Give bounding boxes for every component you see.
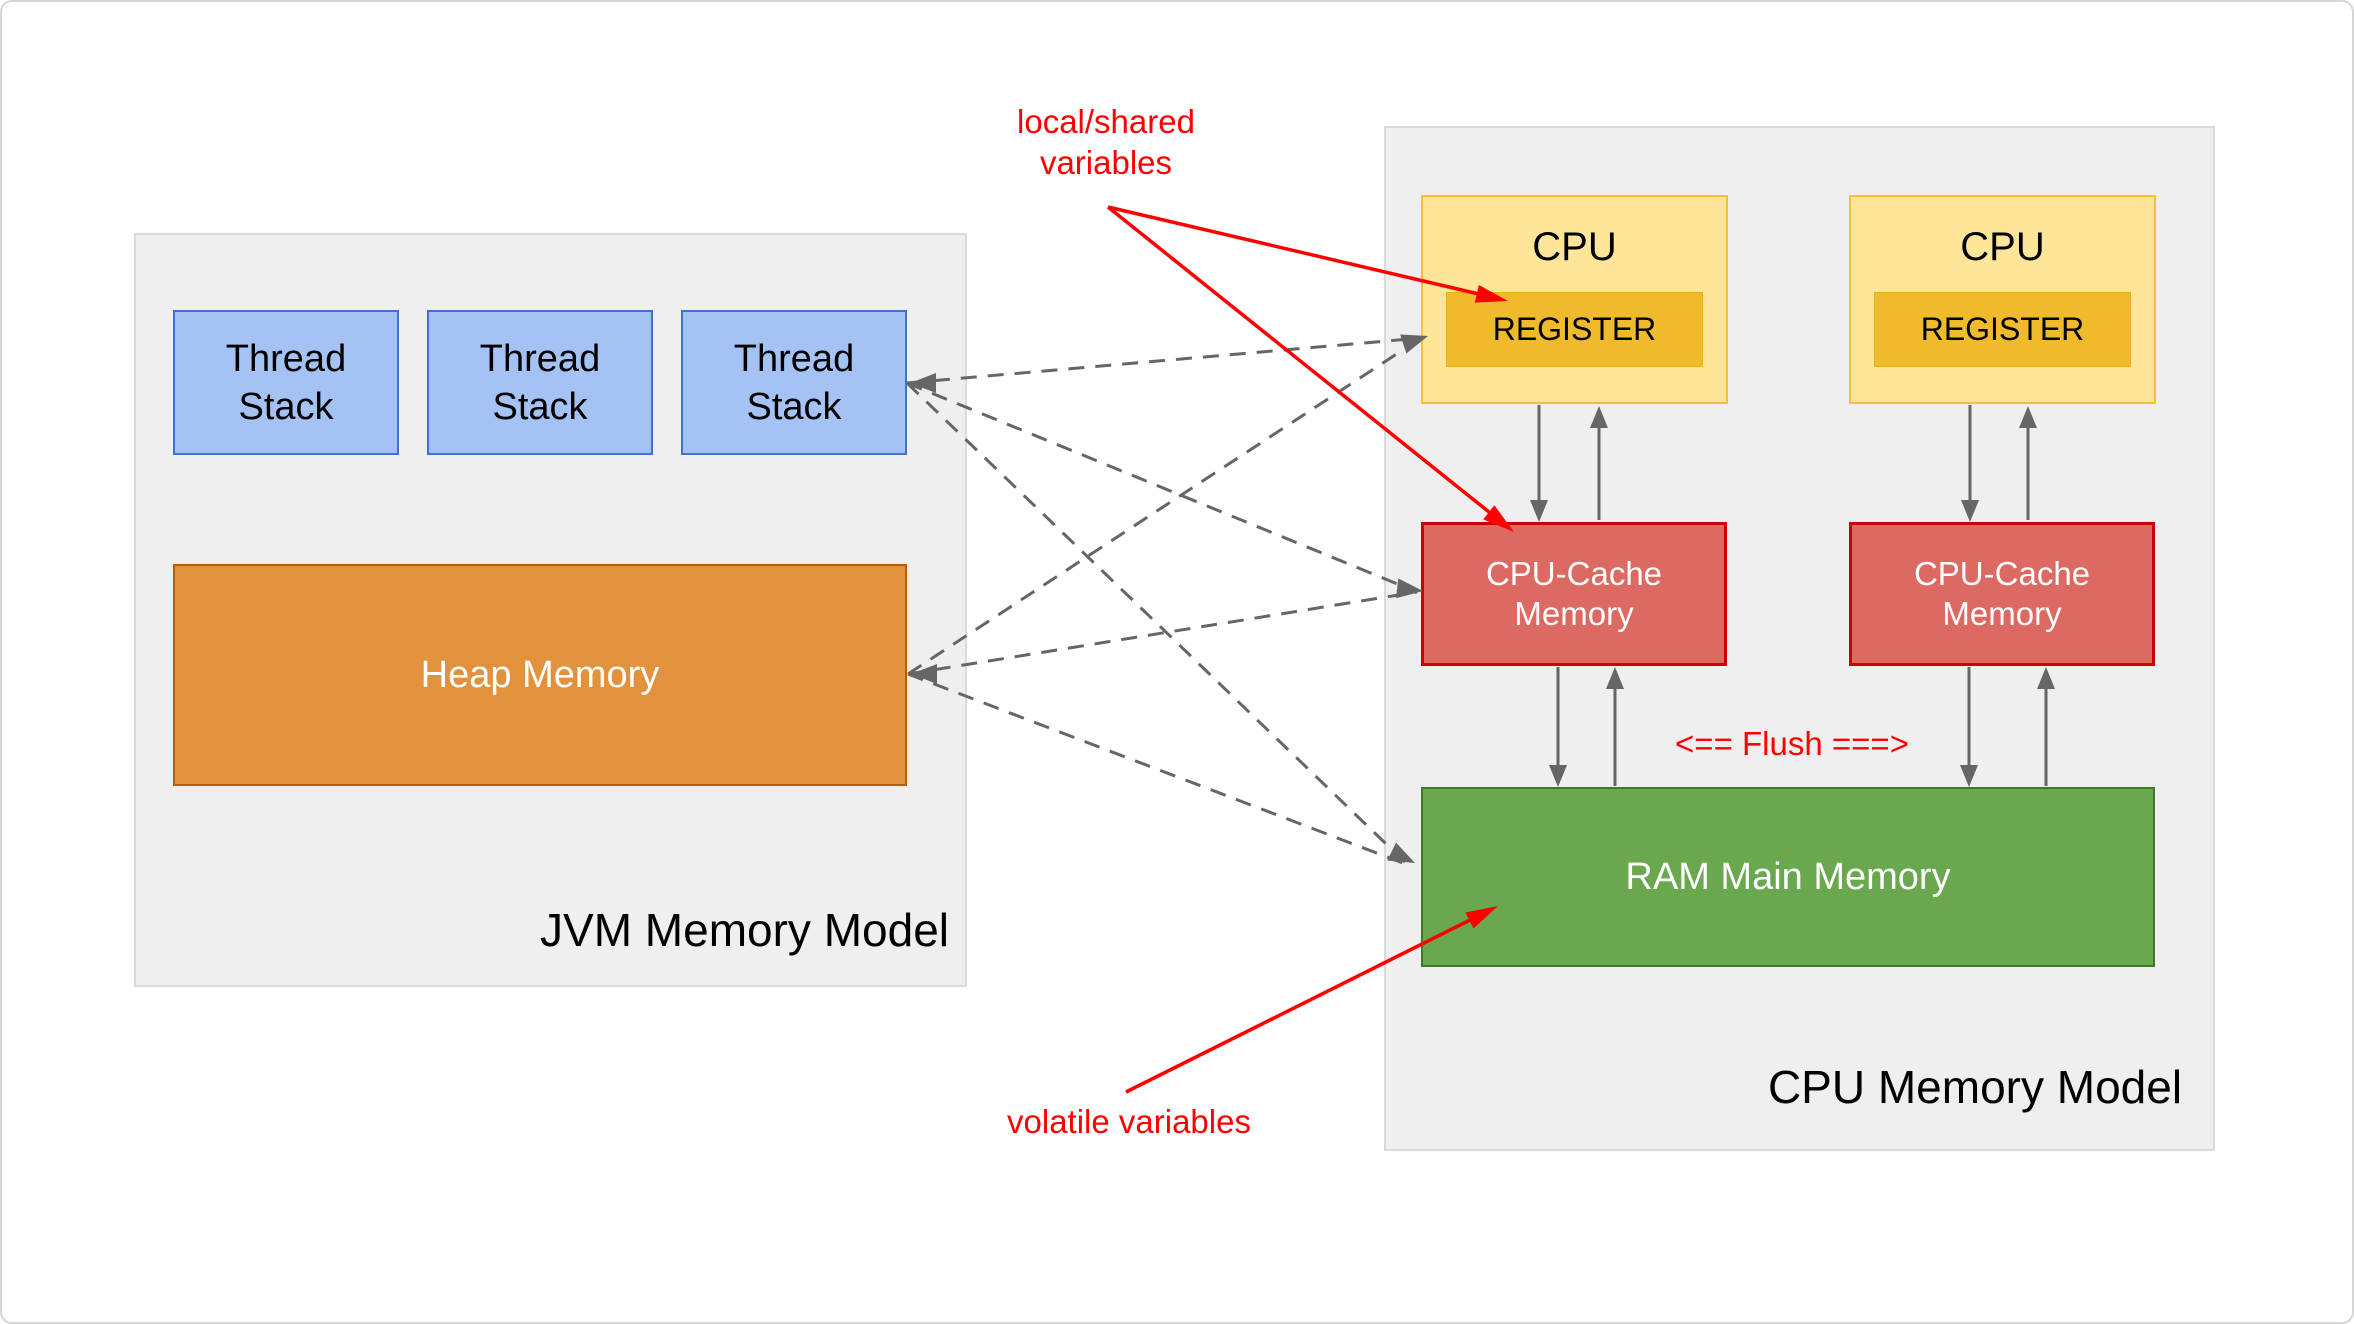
dashed-link-heap-cache xyxy=(907,590,1418,676)
dashed-link-threadstack-cache xyxy=(906,381,1418,594)
heap-memory-box: Heap Memory xyxy=(173,564,907,786)
flush-label: <== Flush ===> xyxy=(1675,725,1909,762)
dashed-link-heap-ram xyxy=(907,672,1409,867)
cpu-cache-box-1: CPU-Cache Memory xyxy=(1421,522,1727,666)
register-box-1: REGISTER xyxy=(1446,292,1703,367)
cpu-panel-title: CPU Memory Model xyxy=(1767,1061,2183,1113)
jvm-panel-title: JVM Memory Model xyxy=(540,904,949,956)
dashed-link-threadstack-ram xyxy=(905,381,1410,867)
register-box-2: REGISTER xyxy=(1874,292,2131,367)
ram-main-memory-box: RAM Main Memory xyxy=(1421,787,2155,967)
local-shared-variables-label: local/shared variables xyxy=(1017,103,1195,181)
dashed-link-heap-register xyxy=(907,336,1422,676)
volatile-variables-label: volatile variables xyxy=(1007,1103,1251,1140)
thread-stack-box-3: Thread Stack xyxy=(681,310,907,455)
cpu-cache-box-2: CPU-Cache Memory xyxy=(1849,522,2155,666)
thread-stack-box-1: Thread Stack xyxy=(173,310,399,455)
thread-stack-box-2: Thread Stack xyxy=(427,310,653,455)
dashed-link-threadstack-register xyxy=(906,336,1422,385)
